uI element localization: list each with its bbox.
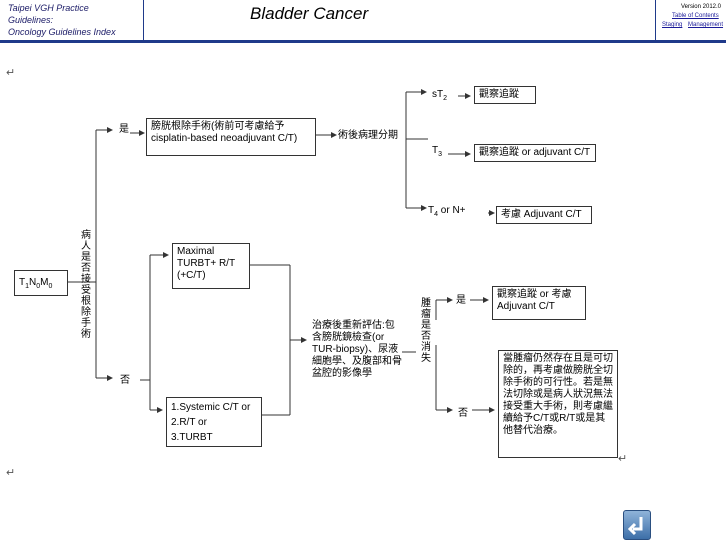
stage-st2-label: sT2 <box>432 89 448 102</box>
option-systemic-ct: 1.Systemic C/T or <box>171 402 251 413</box>
start-node-t1n0m0: T1N0M0 <box>14 270 68 296</box>
outcome-t3-box: 觀察追蹤 or adjuvant C/T <box>474 144 596 162</box>
guideline-source: Taipei VGH Practice Guidelines: Oncology… <box>0 0 144 40</box>
no-label: 否 <box>120 375 130 386</box>
back-button[interactable] <box>623 510 651 540</box>
observe-adjuvant-box: 觀察追蹤 or 考慮 Adjuvant C/T <box>492 286 586 320</box>
option-rt: 2.R/T or <box>171 417 207 428</box>
stage-t4-label: T4 or N+ <box>428 205 466 218</box>
paragraph-mark-icon: ↵ <box>6 467 16 479</box>
maximal-turbt-box: Maximal TURBT+ R/T (+C/T) <box>172 243 250 289</box>
pathology-staging-label: 術後病理分期 <box>338 130 398 141</box>
page-title: Bladder Cancer <box>250 4 369 23</box>
outcome-st2-box: 觀察追蹤 <box>474 86 536 104</box>
return-arrow-icon <box>627 517 643 536</box>
systemic-options-box: 1.Systemic C/T or 2.R/T or 3.TURBT <box>166 397 262 447</box>
option-turbt: 3.TURBT <box>171 432 213 443</box>
header-divider <box>0 40 726 43</box>
decision-tumor-gone: 腫瘤是否消失 <box>421 298 431 364</box>
header-bar: Taipei VGH Practice Guidelines: Oncology… <box>0 0 726 43</box>
reassessment-text: 治療後重新評估:包含膀胱鏡檢查(or TUR-biopsy)、尿液細胞學、及腹部… <box>312 320 402 379</box>
stage-t3-label: T3 <box>432 145 443 158</box>
paragraph-mark-icon: ↵ <box>618 453 628 465</box>
management-link[interactable]: Management <box>688 22 724 28</box>
guidelines-index-link[interactable]: Oncology Guidelines Index <box>8 27 116 37</box>
yes-label: 是 <box>456 295 466 306</box>
paragraph-mark-icon: ↵ <box>6 67 16 79</box>
no-label: 否 <box>458 408 468 419</box>
yes-label: 是 <box>119 124 129 135</box>
decision-radical-surgery: 病人是否接受根除手術 <box>81 230 91 340</box>
version-label: Version 2012.0 <box>680 4 721 10</box>
source-line-1: Taipei VGH Practice <box>8 3 89 13</box>
cystectomy-box: 膀胱根除手術(術前可考慮給予cisplatin-based neoadjuvan… <box>146 118 316 156</box>
source-line-2: Guidelines: <box>8 15 54 25</box>
table-of-contents-link[interactable]: Table of Contents <box>672 13 719 19</box>
staging-link[interactable]: Staging <box>662 22 683 28</box>
header-links: Version 2012.0 Table of Contents Staging… <box>655 0 726 40</box>
residual-tumor-box: 當腫瘤仍然存在且是可切除的，再考慮做膀胱全切除手術的可行性。若是無法切除或是病人… <box>498 350 618 458</box>
outcome-t4-box: 考慮 Adjuvant C/T <box>496 206 592 224</box>
